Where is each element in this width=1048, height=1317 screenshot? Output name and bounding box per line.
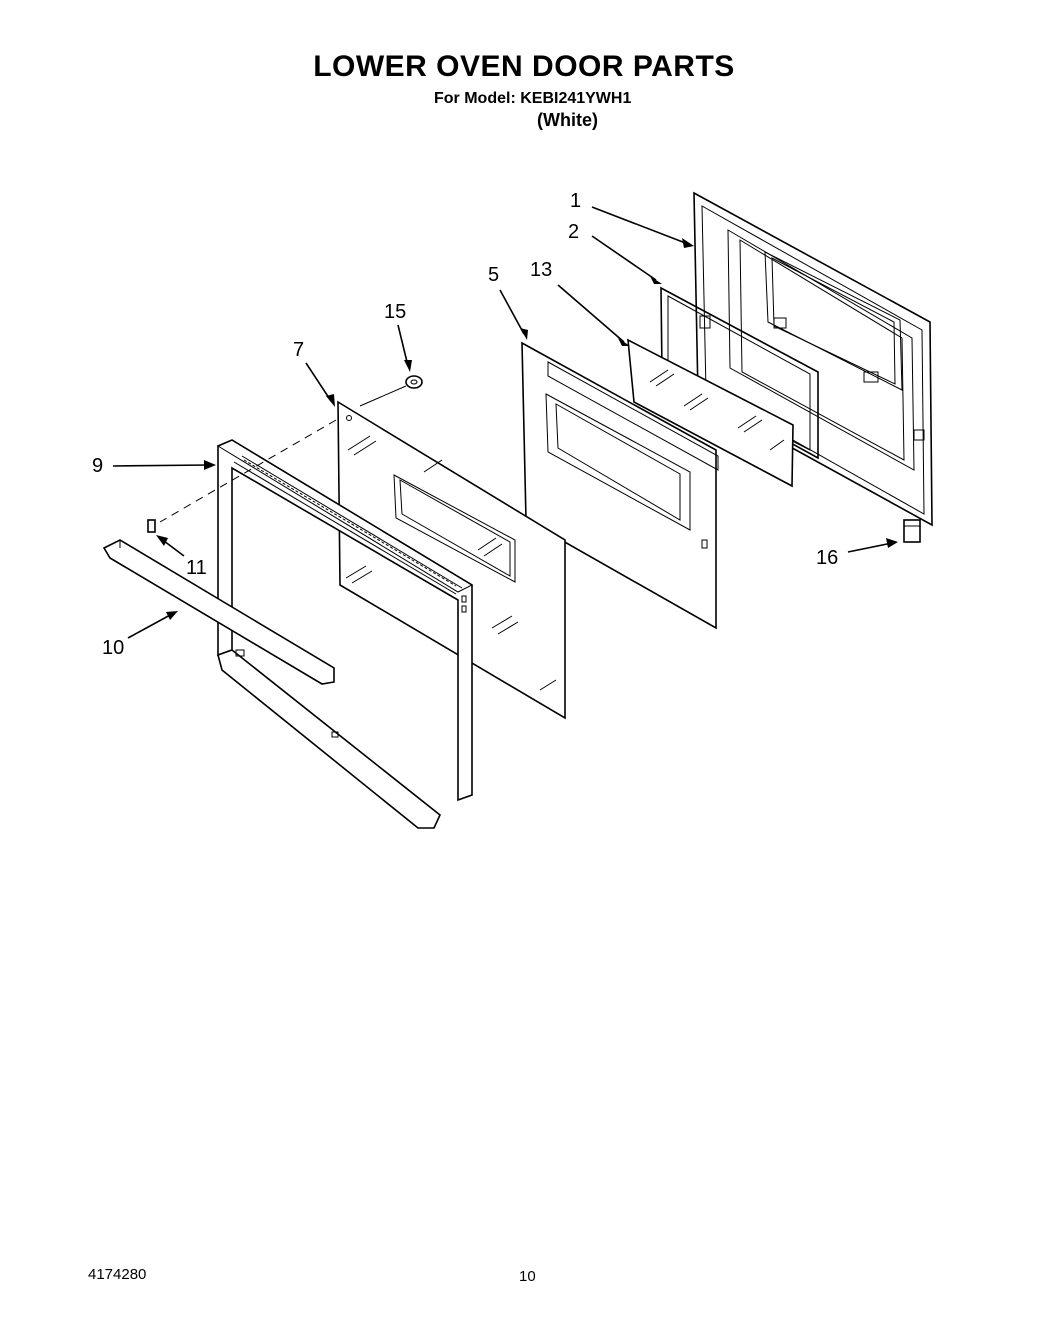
callout-9: 9 [92, 455, 103, 477]
part-10-door-handle [102, 539, 335, 685]
vent-slots [243, 459, 457, 587]
part-1-inner-door-panel [693, 191, 933, 527]
part-15-bumper [405, 375, 423, 389]
callout-2: 2 [568, 221, 579, 243]
variant-label: (White) [537, 110, 598, 130]
leader-lines [112, 206, 898, 639]
callout-11: 11 [186, 557, 207, 579]
part-16-hinge-clip [903, 519, 921, 543]
callout-13: 13 [530, 259, 552, 281]
part-2-door-gasket [660, 286, 819, 460]
callout-7: 7 [293, 339, 304, 361]
page-number: 10 [519, 1268, 536, 1285]
document-number: 4174280 [88, 1266, 147, 1283]
model-line: For Model: KEBI241YWH1 [434, 90, 632, 107]
assembly-line [159, 419, 337, 523]
part-11-clip [147, 519, 156, 533]
callout-16: 16 [816, 547, 838, 569]
callout-10: 10 [102, 637, 124, 659]
part-5-middle-panel [521, 341, 719, 630]
page-title: LOWER OVEN DOOR PARTS [313, 50, 735, 83]
callout-1: 1 [570, 190, 581, 212]
assembly-line-bumper [359, 385, 407, 407]
part-13-inner-glass [627, 338, 794, 488]
part-9-door-frame [216, 439, 474, 829]
callout-15: 15 [384, 301, 406, 323]
callout-5: 5 [488, 264, 499, 286]
